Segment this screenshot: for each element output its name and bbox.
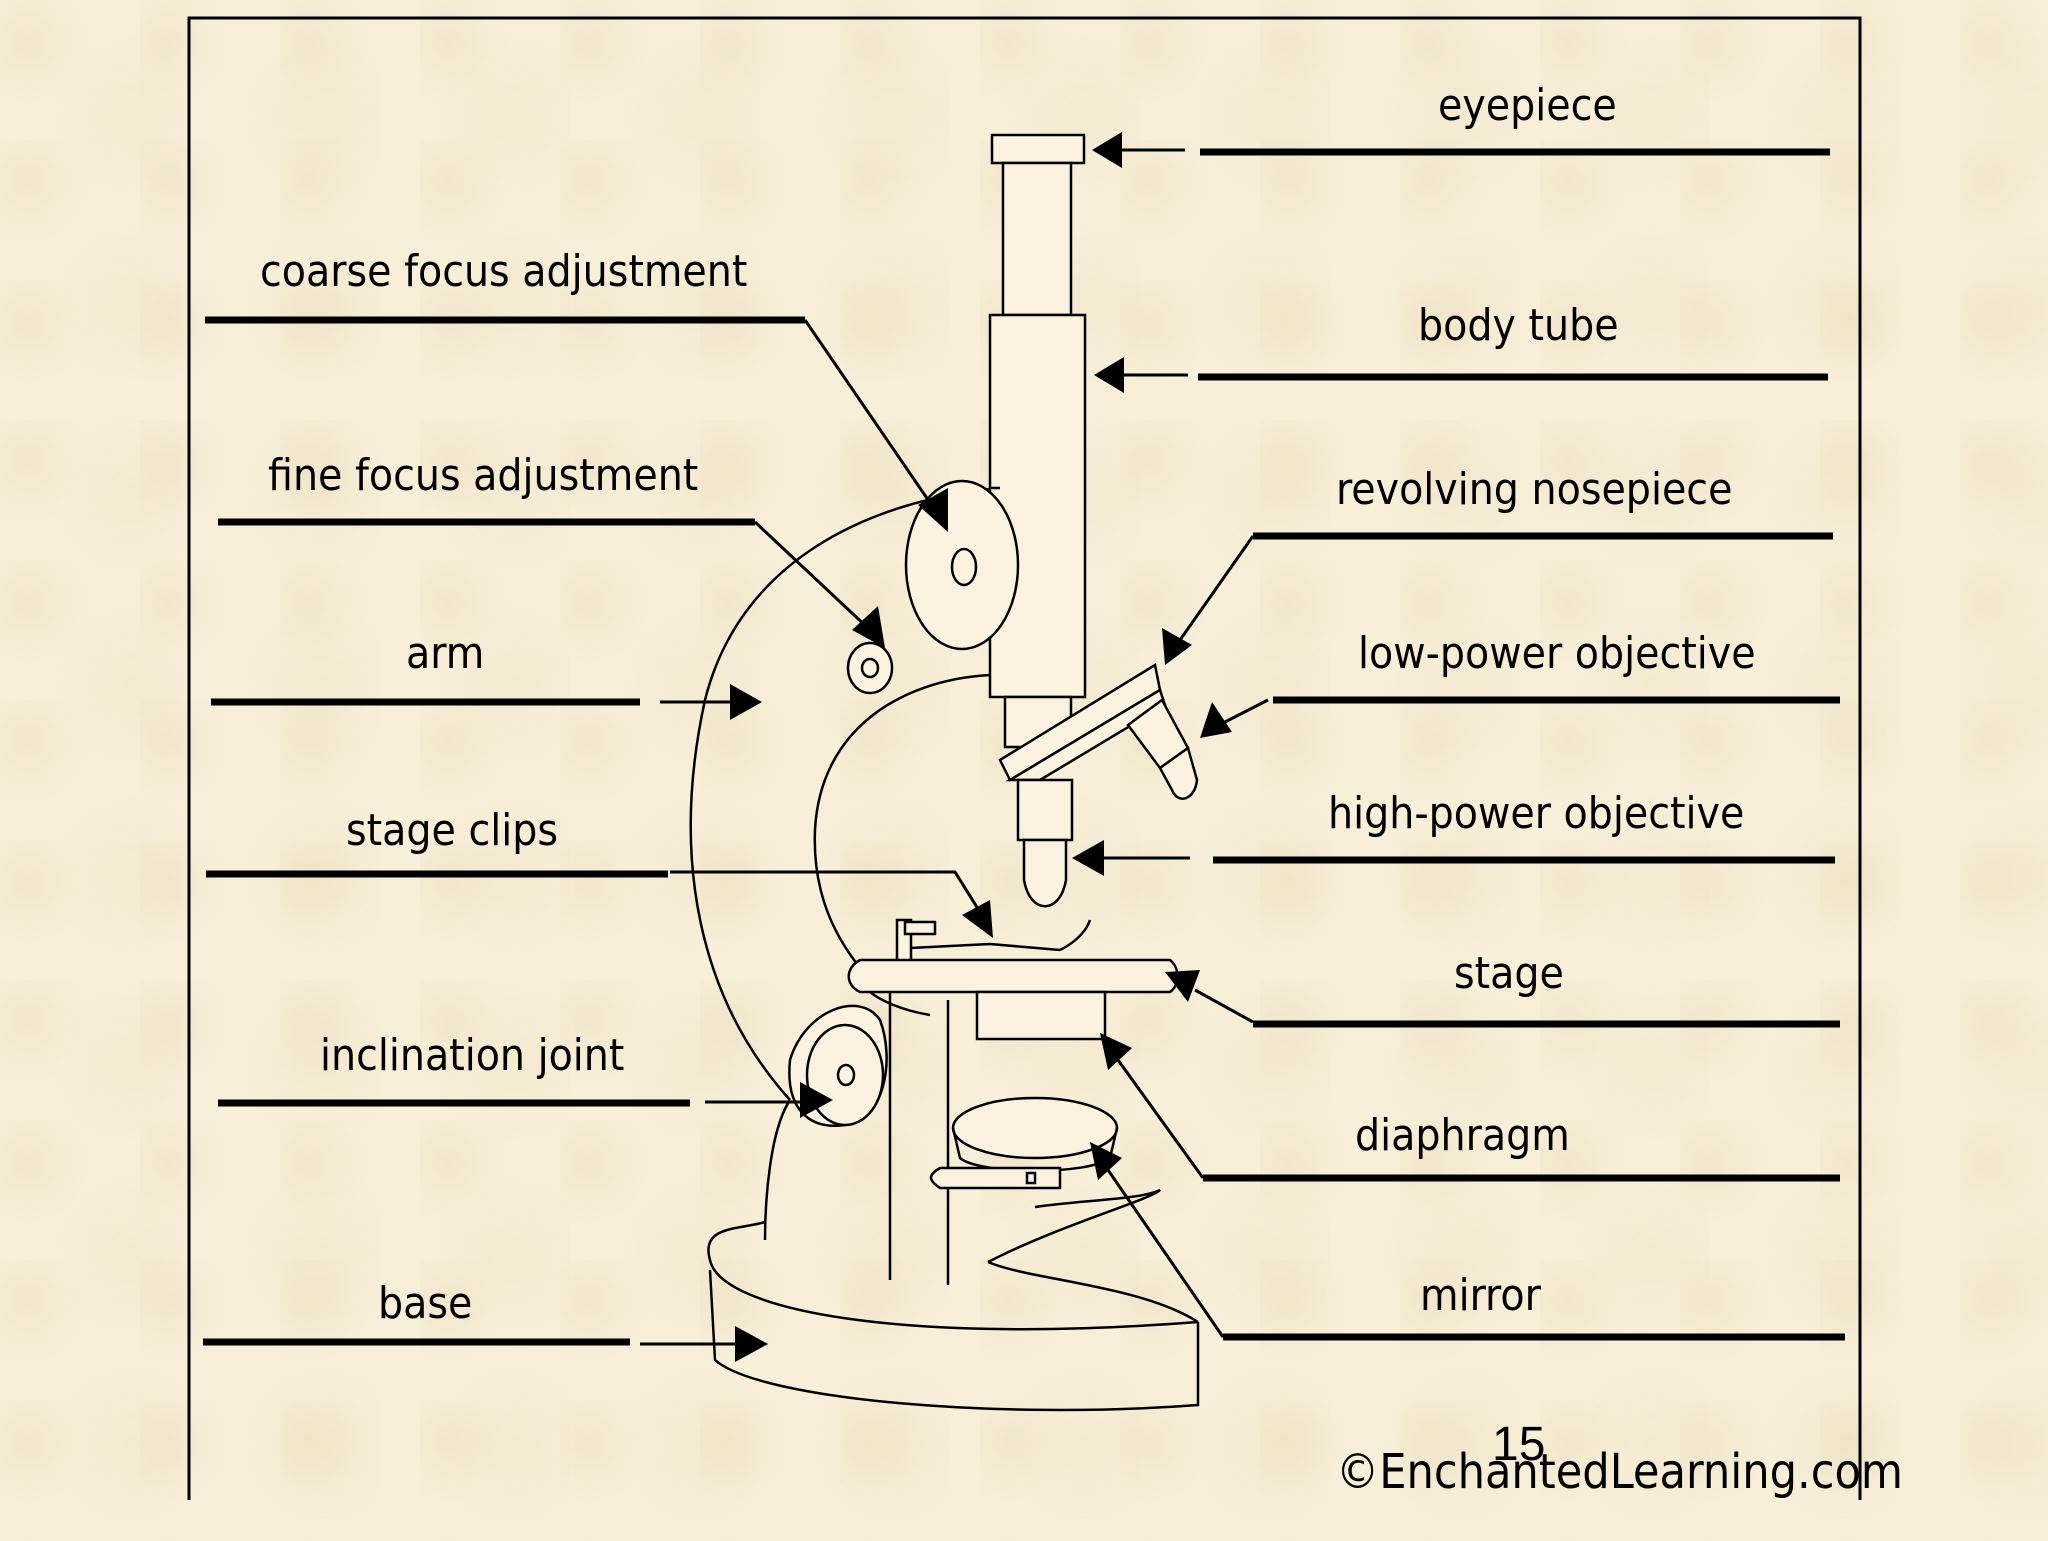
stage-clips-shape [895, 918, 1092, 964]
mirror-shape [929, 1096, 1119, 1190]
arm-shape [689, 486, 1001, 1101]
arm-inner-curve [813, 673, 991, 991]
microscope-illustration [689, 133, 1200, 1412]
label-arm: arm [406, 628, 484, 679]
label-stage-clips: stage clips [346, 805, 558, 856]
label-eyepiece: eyepiece [1438, 80, 1617, 131]
label-inclination-joint: inclination joint [320, 1030, 624, 1081]
diaphragm-shape [975, 990, 1107, 1041]
label-stage: stage [1454, 948, 1564, 999]
coarse-focus-knob [904, 479, 1020, 651]
label-revolving-nosepiece: revolving nosepiece [1336, 464, 1732, 515]
fine-focus-knob [846, 641, 894, 695]
label-diaphragm: diaphragm [1355, 1110, 1570, 1161]
label-lines [203, 148, 1845, 1346]
labels: eyepiece coarse focus adjustment body tu… [260, 80, 1756, 1329]
credit-text: ©EnchantedLearning.com [1336, 1444, 1903, 1500]
label-body-tube: body tube [1418, 300, 1619, 351]
base-shape [707, 1188, 1200, 1412]
label-coarse-focus-adjustment: coarse focus adjustment [260, 246, 747, 297]
body-tube-shape [988, 313, 1087, 699]
diagram-frame [187, 16, 1862, 1500]
stage-shape [847, 958, 1179, 1017]
label-mirror: mirror [1420, 1270, 1542, 1321]
label-fine-focus-adjustment: fine focus adjustment [268, 450, 698, 501]
pointer-arrows [640, 132, 1269, 1362]
label-high-power-objective: high-power objective [1328, 788, 1744, 839]
slide-number: 15 [1492, 1418, 1545, 1471]
high-power-objective-shape [1016, 778, 1074, 842]
label-low-power-objective: low-power objective [1358, 628, 1756, 679]
label-base: base [378, 1278, 472, 1329]
eyepiece-shape [990, 133, 1086, 165]
